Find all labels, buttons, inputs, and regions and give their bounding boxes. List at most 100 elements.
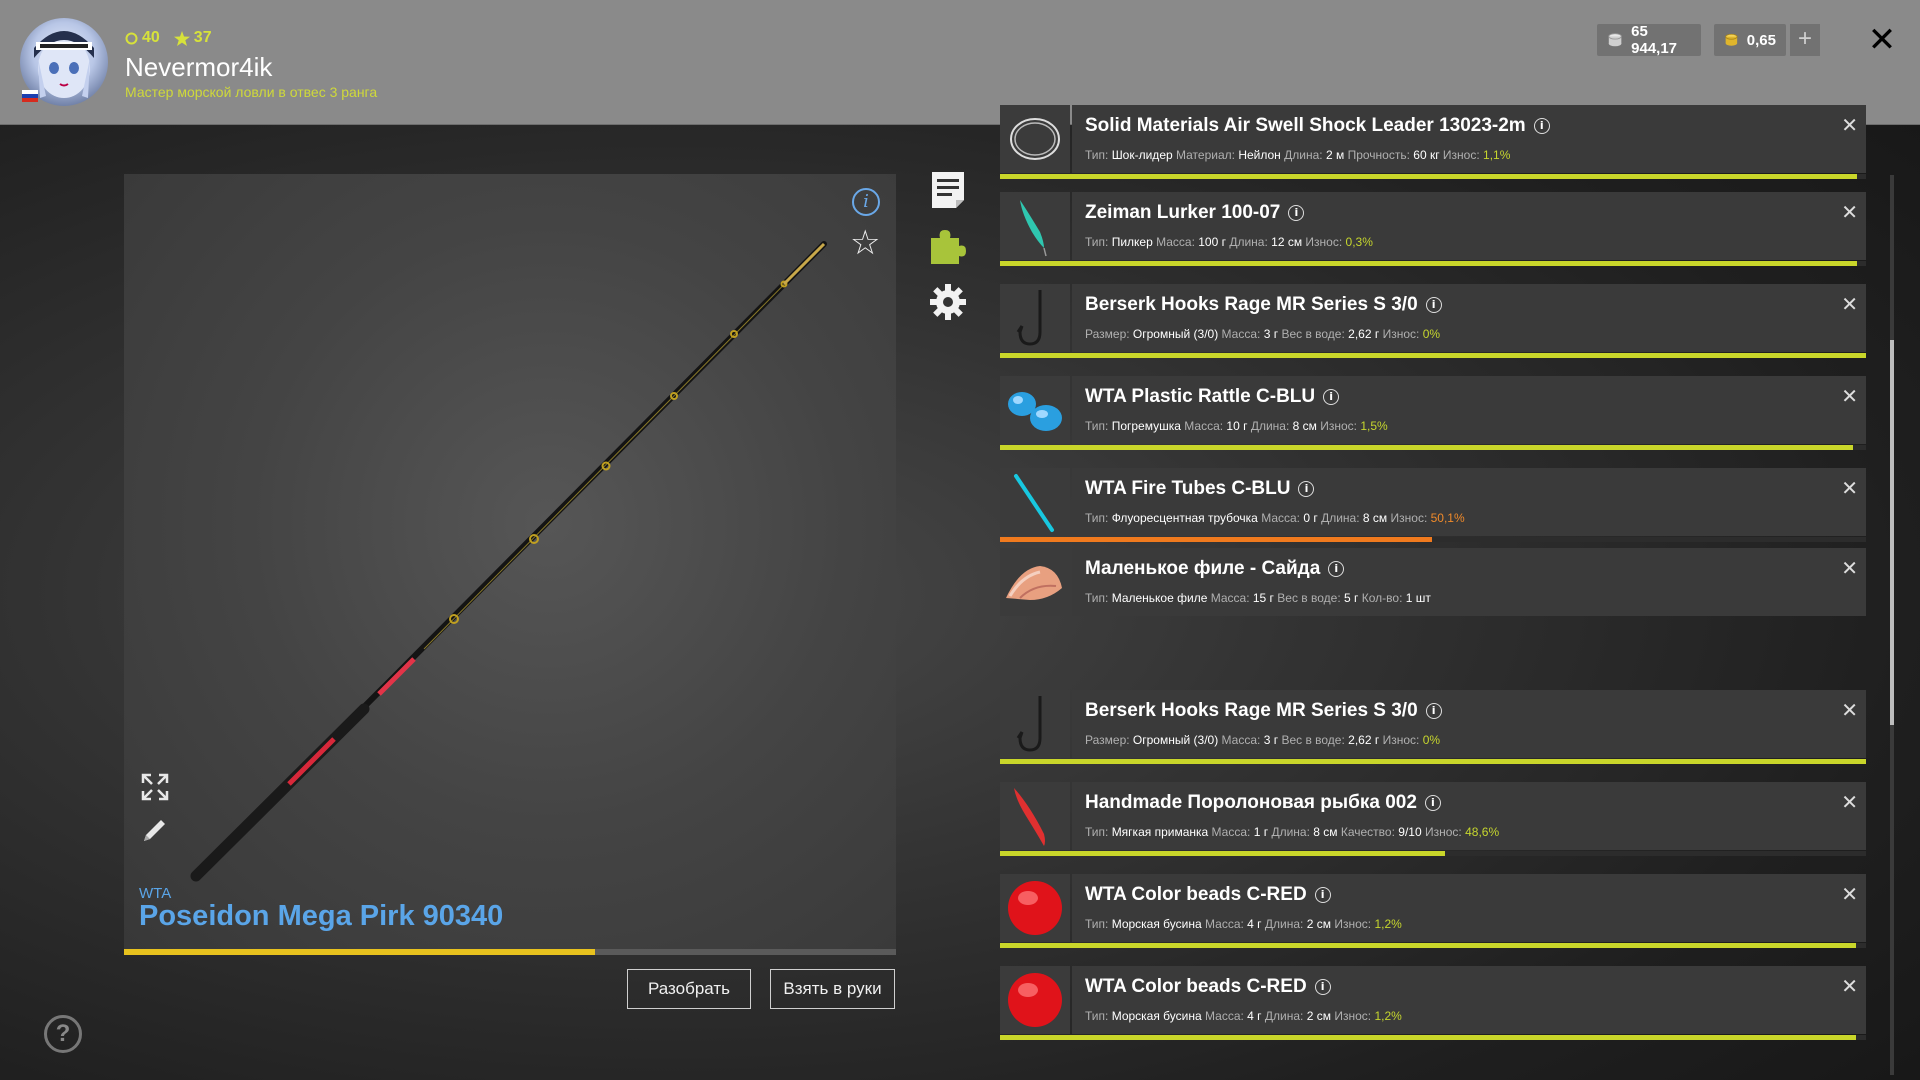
item-details: Solid Materials Air Swell Shock Leader 1… [1072,105,1866,173]
notes-icon[interactable] [928,170,968,210]
wear-label: Износ: [1390,511,1428,525]
pilker-icon [1000,192,1070,260]
prop-value: 4 г [1247,917,1262,931]
prop-label: Масса: [1156,235,1195,249]
item-condition-bar [1000,174,1866,179]
wear-value: 0% [1422,733,1441,747]
wear-label: Износ: [1442,148,1480,162]
remove-item-icon[interactable]: ✕ [1841,700,1858,722]
remove-item-icon[interactable]: ✕ [1841,386,1858,408]
take-in-hands-button[interactable]: Взять в руки [770,969,895,1009]
prop-label: Тип: [1085,148,1109,162]
gold-balance: 0,65 [1714,24,1786,56]
item-condition-bar [1000,1035,1866,1040]
rattle-icon [1000,376,1070,444]
pencil-icon[interactable] [140,815,170,845]
prop-label: Кол-во: [1361,591,1403,605]
gold-value: 0,65 [1746,31,1776,49]
level-value: 40 [142,29,160,46]
remove-item-icon[interactable]: ✕ [1841,294,1858,316]
item-properties: Тип: Флуоресцентная трубочка Масса: 0 г … [1085,511,1465,525]
info-icon[interactable]: i [852,188,880,216]
leader-icon [1000,105,1070,173]
item-info-icon[interactable]: i [1533,118,1550,134]
rod-brand: WTA [139,885,172,902]
item-info-icon[interactable]: i [1288,205,1305,221]
prop-label: Масса: [1210,591,1250,605]
wear-value: 48,6% [1465,825,1500,839]
item-info-icon[interactable]: i [1314,887,1331,903]
prop-label: Тип: [1085,511,1109,525]
remove-item-icon[interactable]: ✕ [1841,115,1858,137]
wear-label: Износ: [1424,825,1462,839]
prop-value: Огромный (3/0) [1132,327,1219,341]
help-icon[interactable]: ? [44,1015,82,1053]
prop-label: Вес в воде: [1281,327,1345,341]
disassemble-button[interactable]: Разобрать [627,969,751,1009]
item-info-icon[interactable]: i [1328,561,1345,577]
item-title: Solid Materials Air Swell Shock Leader 1… [1085,115,1550,137]
item-title-text: WTA Fire Tubes C-BLU [1085,478,1291,499]
gear-icon[interactable] [928,282,968,322]
item-info-icon[interactable]: i [1425,703,1442,719]
prop-label: Тип: [1085,917,1109,931]
item-condition-fill [1000,445,1853,450]
remove-item-icon[interactable]: ✕ [1841,792,1858,814]
item-info-icon[interactable]: i [1425,297,1442,313]
prop-value: 5 г [1344,591,1359,605]
item-title-text: Berserk Hooks Rage MR Series S 3/0 [1085,294,1418,315]
item-info-icon[interactable]: i [1298,481,1315,497]
prop-label: Качество: [1340,825,1395,839]
prop-value: 2,62 г [1348,327,1380,341]
expand-icon[interactable] [140,772,170,802]
item-properties: Тип: Морская бусина Масса: 4 г Длина: 2 … [1085,1009,1402,1023]
rod-condition-bar [124,949,896,955]
remove-item-icon[interactable]: ✕ [1841,478,1858,500]
favorite-star-icon[interactable]: ☆ [850,224,881,262]
item-title-text: Solid Materials Air Swell Shock Leader 1… [1085,115,1526,136]
country-flag-icon [22,90,38,102]
prop-label: Тип: [1085,235,1109,249]
player-stats: 40 37 [125,29,212,47]
item-condition-fill [1000,1035,1856,1040]
prop-value: 12 см [1271,235,1303,249]
remove-item-icon[interactable]: ✕ [1841,884,1858,906]
prop-label: Тип: [1085,419,1109,433]
item-info-icon[interactable]: i [1314,979,1331,995]
item-properties: Тип: Морская бусина Масса: 4 г Длина: 2 … [1085,917,1402,931]
item-condition-bar [1000,943,1866,948]
level-stat: 40 [125,29,160,47]
tackle-item[interactable]: Solid Materials Air Swell Shock Leader 1… [1000,105,1866,179]
remove-item-icon[interactable]: ✕ [1841,976,1858,998]
add-currency-button[interactable]: + [1790,24,1820,56]
remove-item-icon[interactable]: ✕ [1841,558,1858,580]
prop-label: Материал: [1176,148,1235,162]
item-info-icon[interactable]: i [1323,389,1340,405]
silver-value: 65 944,17 [1631,23,1678,57]
puzzle-icon[interactable] [928,226,968,266]
close-icon[interactable]: ✕ [1867,21,1897,59]
item-info-icon[interactable]: i [1424,795,1441,811]
rod-condition-fill [124,949,595,955]
item-properties: Размер: Огромный (3/0) Масса: 3 г Вес в … [1085,733,1440,747]
remove-item-icon[interactable]: ✕ [1841,202,1858,224]
prop-label: Тип: [1085,825,1109,839]
prop-value: Пилкер [1111,235,1153,249]
prop-value: 8 см [1313,825,1338,839]
scrollbar-thumb[interactable] [1890,340,1894,725]
prop-value: Мягкая приманка [1111,825,1209,839]
